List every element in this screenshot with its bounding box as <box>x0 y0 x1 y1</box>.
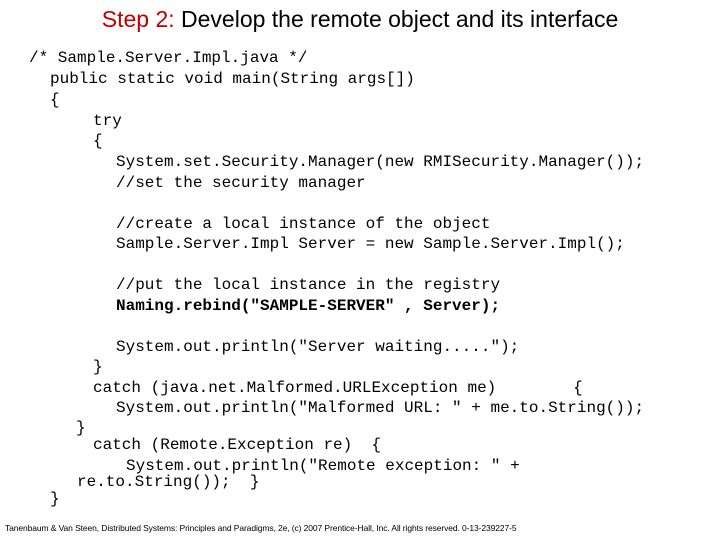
code-line-comment-security: //set the security manager <box>116 174 366 192</box>
code-line-println-remote: System.out.println("Remote exception: " … <box>126 457 520 475</box>
code-line-main-signature: public static void main(String args[]) <box>50 70 415 88</box>
code-line-try-close-brace: } <box>93 358 103 376</box>
code-line-try-open-brace: { <box>93 132 103 150</box>
code-line-open-brace: { <box>50 91 60 109</box>
code-line-try: try <box>93 112 122 130</box>
code-line-new-server-impl: Sample.Server.Impl Server = new Sample.S… <box>116 235 625 253</box>
code-line-naming-rebind: Naming.rebind("SAMPLE-SERVER" , Server); <box>116 297 501 315</box>
code-line-comment-create: //create a local instance of the object <box>116 215 491 233</box>
code-line-println-malformed: System.out.println("Malformed URL: " + m… <box>116 399 645 417</box>
code-line-catch-malformed: catch (java.net.Malformed.URLException m… <box>93 379 583 397</box>
title-step-label: Step 2: <box>101 6 175 32</box>
code-line-set-security-manager: System.set.Security.Manager(new RMISecur… <box>116 153 645 171</box>
code-line-comment-registry: //put the local instance in the registry <box>116 276 501 294</box>
code-line-remote-tostring: re.to.String()); } <box>77 473 260 491</box>
title-text: Develop the remote object and its interf… <box>181 6 619 32</box>
code-line-println-waiting: System.out.println("Server waiting....."… <box>116 338 520 356</box>
code-line-comment-filename: /* Sample.Server.Impl.java */ <box>29 49 308 67</box>
footer-citation: Tanenbaum & Van Steen, Distributed Syste… <box>5 523 517 533</box>
slide-title: Step 2: Develop the remote object and it… <box>0 6 720 33</box>
code-line-catch-remote: catch (Remote.Exception re) { <box>93 436 382 454</box>
code-line-close-brace: } <box>50 490 60 508</box>
code-line-catch-close-brace: } <box>76 419 86 437</box>
